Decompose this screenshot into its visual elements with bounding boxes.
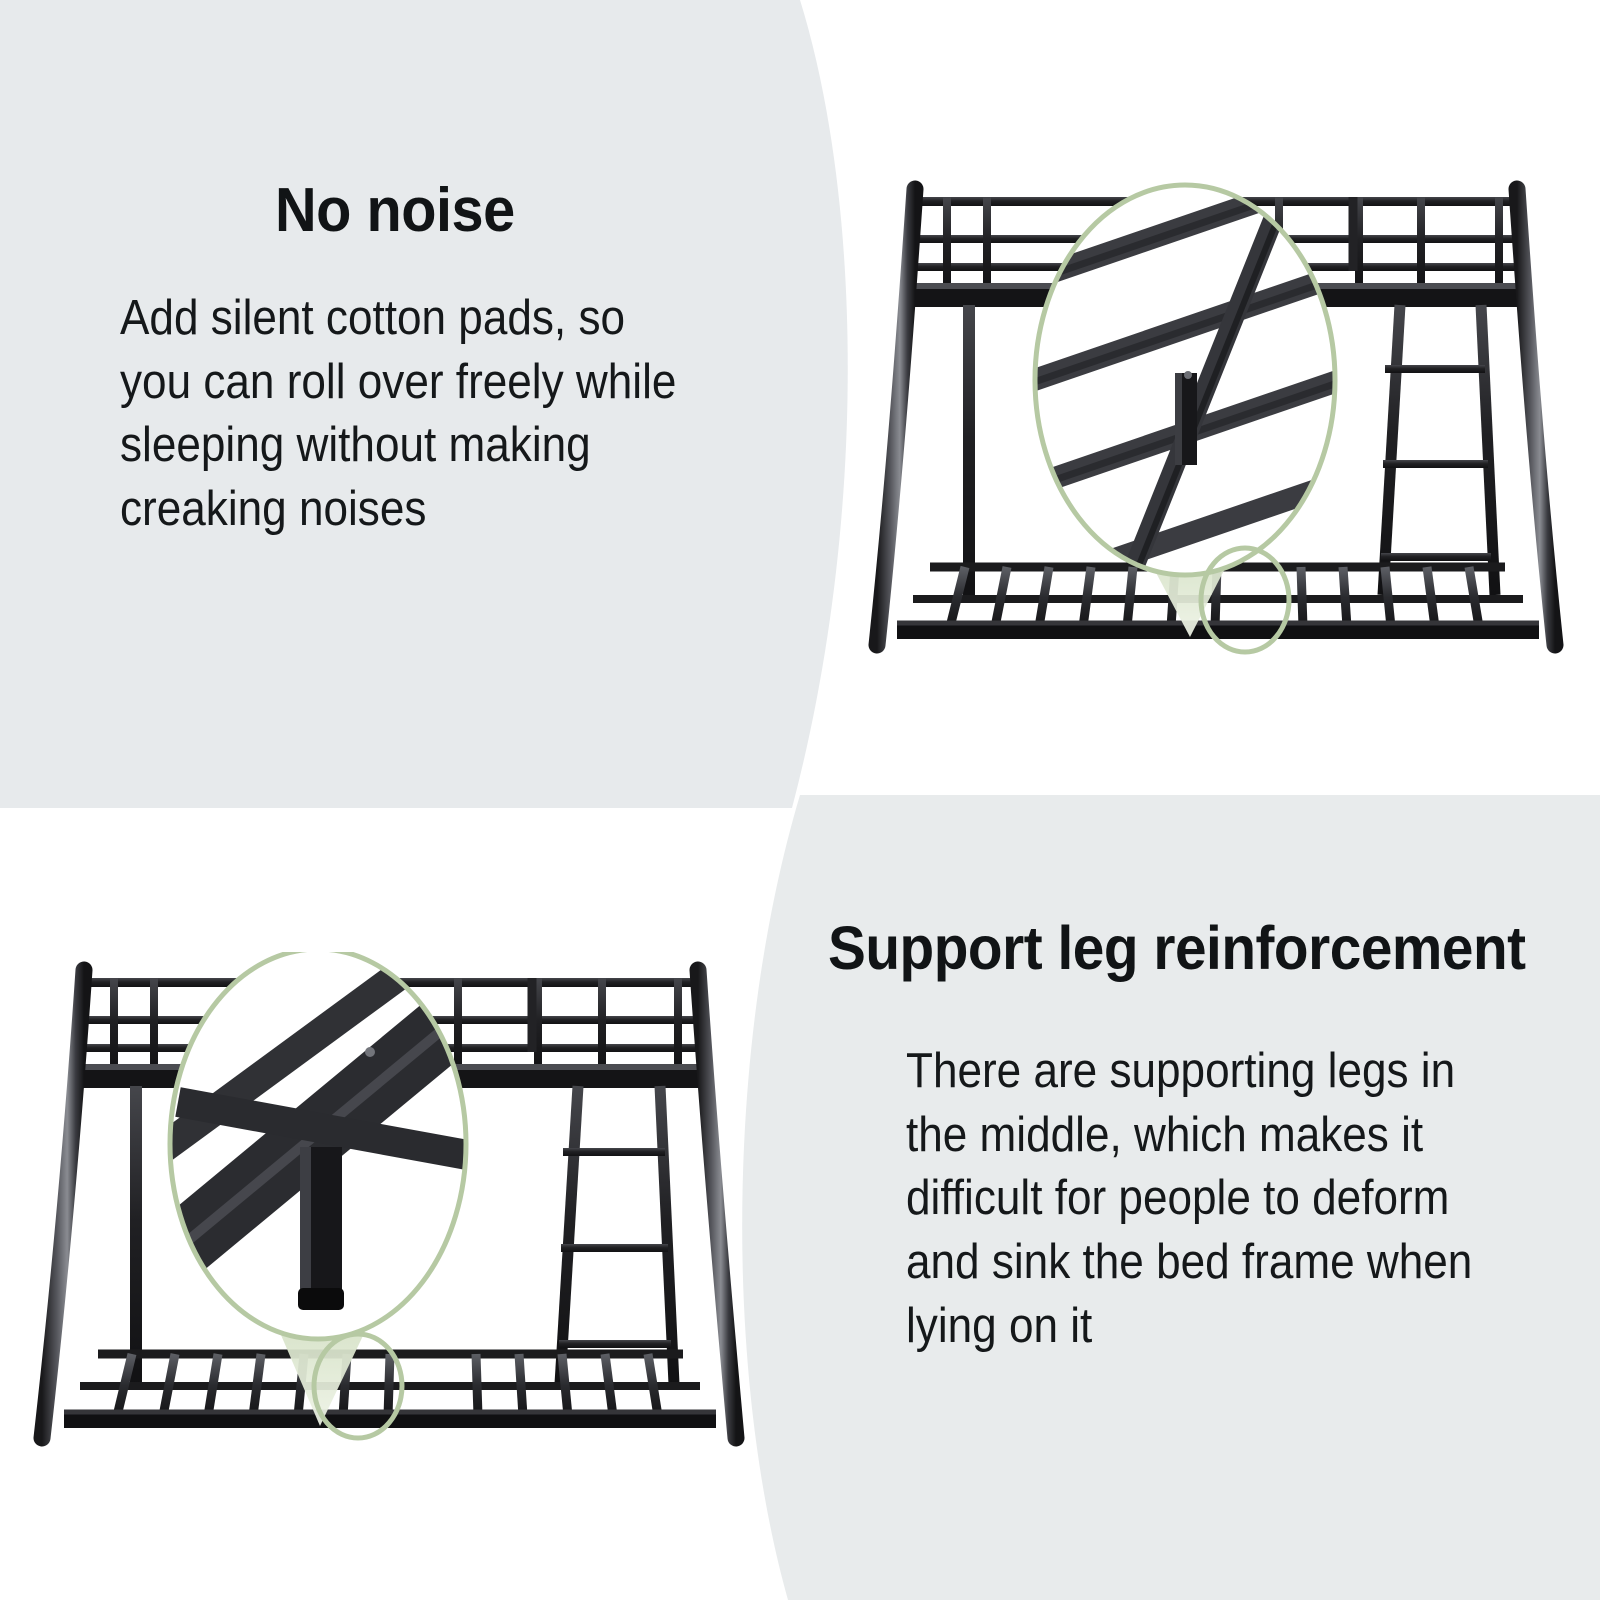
callout-magnifier-top bbox=[1032, 182, 1338, 655]
body-copy-support-leg: There are supporting legs in the middle,… bbox=[906, 1044, 1473, 1353]
lower-bunk-slat-grid-bottom bbox=[64, 1349, 716, 1428]
page-title-support-leg: Support leg reinforcement bbox=[828, 914, 1526, 982]
bunk-bed-illustration-bottom bbox=[33, 952, 745, 1447]
callout-target-ring-bottom bbox=[311, 1331, 405, 1441]
bottom-right-text-block: Support leg reinforcement There are supp… bbox=[828, 916, 1558, 1358]
page-title-no-noise: No noise bbox=[275, 176, 515, 245]
bunk-bed-illustration-top bbox=[868, 180, 1564, 655]
callout-target-ring-top bbox=[1198, 545, 1292, 655]
top-left-text-block: No noise Add silent cotton pads, so you … bbox=[120, 178, 760, 542]
body-copy-no-noise: Add silent cotton pads, so you can roll … bbox=[120, 291, 677, 537]
bed-legs-top bbox=[868, 180, 1564, 654]
bed-legs-bottom bbox=[33, 961, 745, 1447]
